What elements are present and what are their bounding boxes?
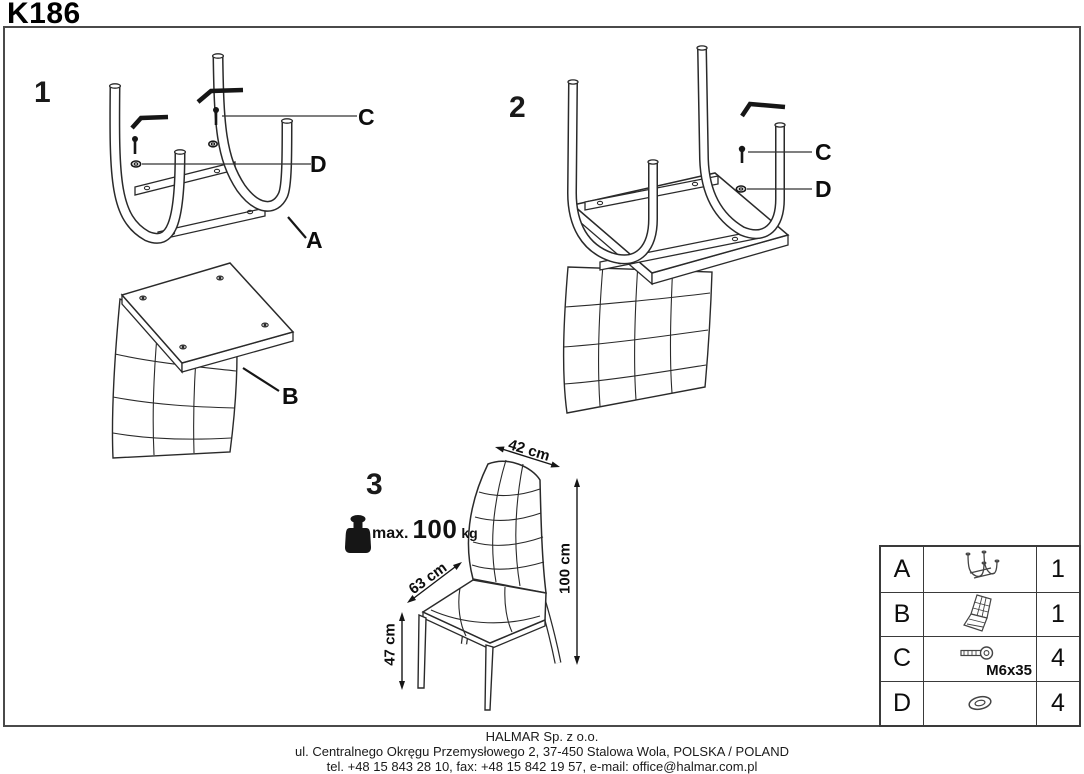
step-2-number: 2	[509, 91, 526, 124]
weight-icon	[344, 515, 372, 553]
step-3-number: 3	[366, 468, 383, 501]
part-d-qty: 4	[1051, 688, 1065, 717]
fig1-frame-drawing	[108, 53, 357, 244]
seat-back-icon	[963, 594, 992, 633]
footer: HALMAR Sp. z o.o. ul. Centralnego Okręgu…	[0, 729, 1084, 774]
bolt-icon	[738, 145, 746, 163]
washer-icon	[735, 185, 747, 193]
fig1-callout-a: A	[306, 227, 323, 253]
dimension-seat-height: 47 cm	[381, 623, 399, 666]
screw-holes	[139, 275, 269, 350]
dimension-height: 100 cm	[556, 543, 574, 594]
leader-line	[242, 367, 280, 392]
part-d-icon-cell	[923, 680, 1036, 725]
part-a-icon-cell	[923, 547, 1036, 592]
fig2-callout-c: C	[815, 139, 832, 165]
fig1-callout-c: C	[358, 104, 375, 130]
washer-icon	[130, 140, 219, 168]
frame-tubes	[566, 45, 786, 265]
leader-lines	[747, 151, 812, 190]
max-load-prefix: max.	[372, 525, 409, 542]
footer-contact: tel. +48 15 843 28 10, fax: +48 15 842 1…	[326, 759, 758, 774]
max-load-unit: kg	[461, 525, 478, 541]
leader-lines	[142, 115, 357, 239]
diagram-border	[3, 26, 1081, 727]
allen-key-icon	[740, 101, 786, 118]
max-load-value: 100	[412, 514, 458, 544]
parts-table: A 1 B	[879, 545, 1081, 727]
part-b-letter: B	[893, 599, 911, 628]
backrest-quilting	[467, 459, 547, 594]
part-b-icon-cell	[923, 591, 1036, 636]
backrest-quilting	[562, 260, 713, 414]
seat-panel	[120, 262, 295, 374]
front-legs	[417, 613, 494, 711]
fig2-assembly-drawing	[562, 45, 812, 414]
part-b-callout: B	[282, 383, 299, 409]
footer-company: HALMAR Sp. z o.o.	[485, 729, 599, 744]
part-c-qty: 4	[1051, 644, 1065, 673]
max-load-label: max. 100 kg	[372, 514, 478, 545]
bolt-icon	[132, 107, 219, 154]
allen-key-icon	[130, 114, 169, 130]
allen-key-icon	[196, 87, 244, 104]
fig2-callout-d: D	[815, 176, 832, 202]
step-1-number: 1	[34, 76, 51, 109]
part-a-qty: 1	[1051, 554, 1065, 583]
model-title: K186	[7, 0, 81, 30]
fig1-callout-d: D	[310, 151, 327, 177]
part-b-qty: 1	[1051, 599, 1065, 628]
chair-frame-icon	[965, 550, 1000, 579]
seat-quilting	[421, 579, 547, 650]
dimension-arrows	[399, 446, 580, 690]
fig3-chair-drawing	[344, 446, 580, 711]
frame-tubes	[108, 53, 294, 244]
part-c-letter: C	[892, 644, 912, 673]
footer-address: ul. Centralnego Okręgu Przemysłowego 2, …	[294, 744, 789, 759]
washer-icon	[968, 696, 992, 711]
part-a-letter: A	[893, 554, 911, 583]
bolt-icon	[960, 646, 994, 660]
part-b-seat-drawing	[111, 262, 295, 459]
part-c-icon-cell: M6x35	[923, 636, 1036, 681]
side-rails	[134, 161, 266, 241]
part-d-letter: D	[892, 688, 912, 717]
bolt-spec-label: M6x35	[986, 661, 1032, 679]
